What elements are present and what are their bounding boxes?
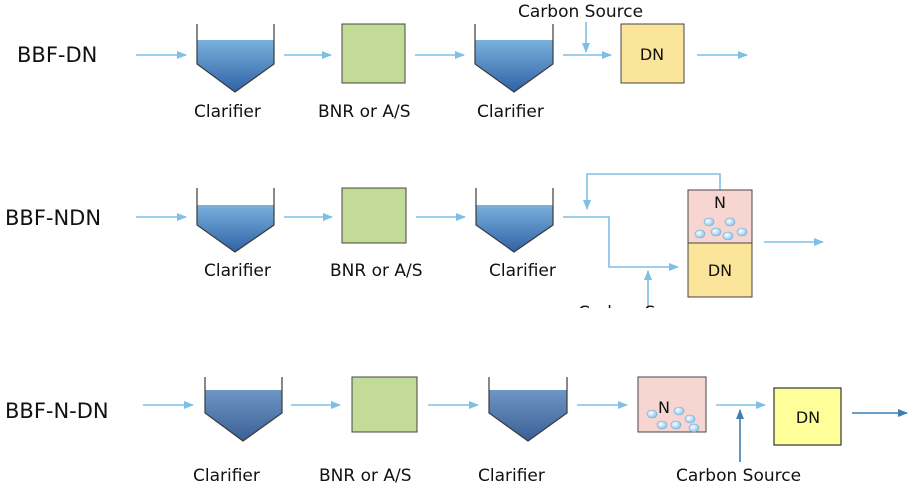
flow-arrow <box>563 216 679 271</box>
row-label: BBF-DN <box>17 43 97 67</box>
row-bbf-ndn: BBF-NDN Clarifier BNR or A/S Clarifier C… <box>5 173 824 323</box>
bnr-box <box>351 376 418 433</box>
clarifier-tank <box>196 188 275 253</box>
clarifier-label: Clarifier <box>477 102 544 122</box>
clarifier-label: Clarifier <box>204 261 271 281</box>
bnr-label: BNR or A/S <box>319 466 412 486</box>
carbon-source-label: Carbon Source <box>676 466 801 486</box>
n-label: N <box>714 193 726 212</box>
bnr-label: BNR or A/S <box>318 102 411 122</box>
recycle-arrow <box>583 173 721 210</box>
carbon-source-clipped: Carbon Source <box>578 303 703 323</box>
row-bbf-n-dn: BBF-N-DN Clarifier BNR or A/S Clarifier … <box>5 376 908 486</box>
dn-box <box>620 23 685 84</box>
dn-label: DN <box>796 408 820 427</box>
clarifier-tank <box>488 377 568 442</box>
dn-label: DN <box>708 261 732 280</box>
carbon-source-label: Carbon Source <box>518 2 643 22</box>
dn-box <box>773 387 842 446</box>
clarifier-tank <box>196 24 275 93</box>
n-box <box>637 376 707 433</box>
dn-label: DN <box>640 45 664 64</box>
n-label: N <box>658 398 670 417</box>
bnr-box <box>341 187 407 244</box>
row-label: BBF-N-DN <box>5 399 109 423</box>
bnr-box <box>341 23 406 84</box>
clarifier-label: Clarifier <box>489 261 556 281</box>
carbon-source-label: Carbon Source <box>578 303 703 323</box>
aeration-bubbles <box>646 406 700 433</box>
row-bbf-dn: BBF-DN Clarifier BNR or A/S Clarifier Ca… <box>17 2 748 122</box>
clarifier-label: Clarifier <box>478 466 545 486</box>
clarifier-tank <box>474 24 554 93</box>
clarifier-tank <box>475 188 554 253</box>
clarifier-label: Clarifier <box>193 466 260 486</box>
clarifier-tank <box>204 377 283 442</box>
row-label: BBF-NDN <box>5 206 101 230</box>
aeration-bubbles <box>694 217 748 241</box>
bnr-label: BNR or A/S <box>330 261 423 281</box>
dn-box <box>687 242 753 298</box>
clarifier-label: Clarifier <box>194 102 261 122</box>
